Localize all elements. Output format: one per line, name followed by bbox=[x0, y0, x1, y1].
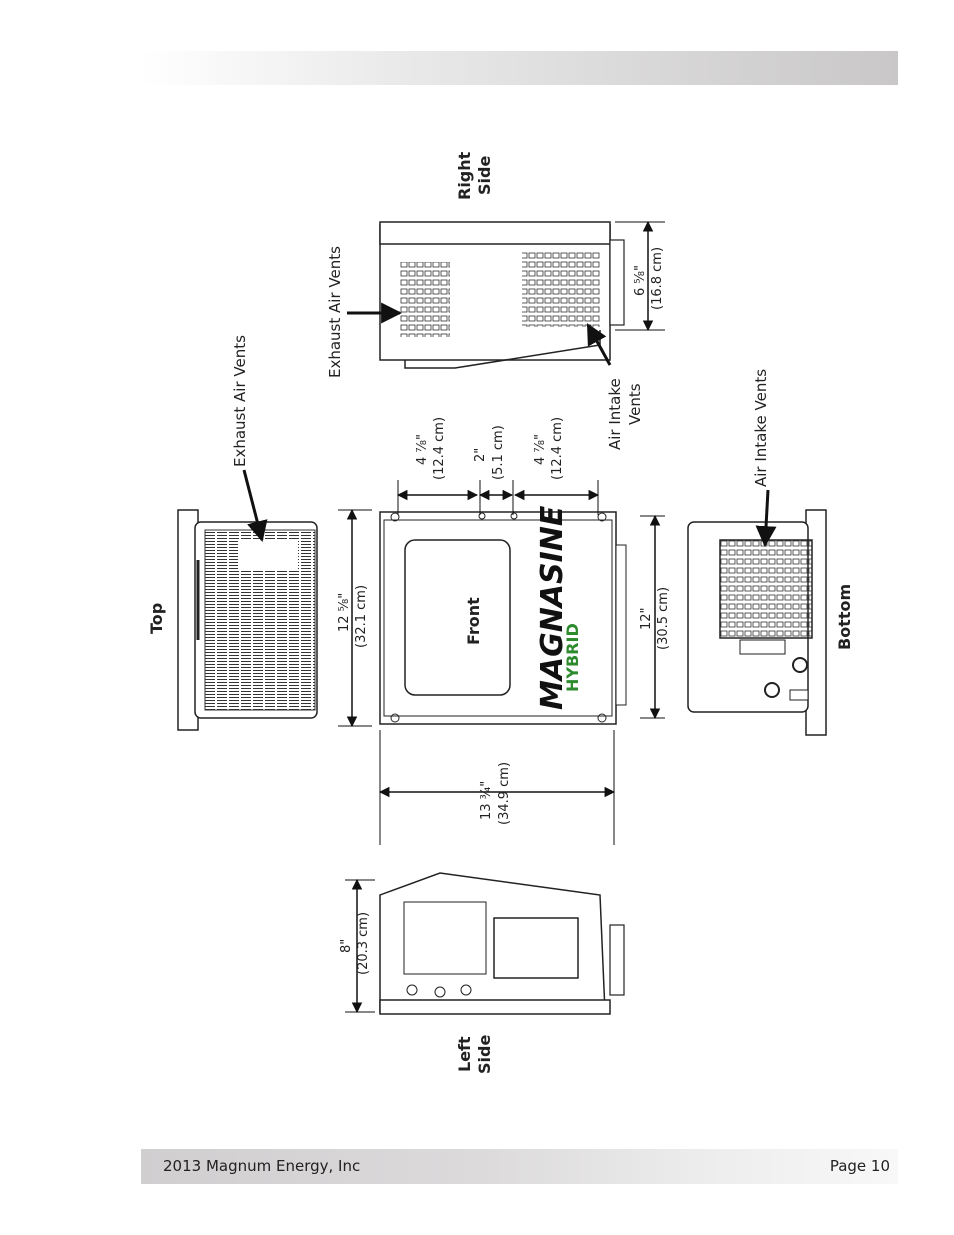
callout-exhaust-right: Exhaust Air Vents bbox=[326, 246, 344, 378]
footer-page-number: Page 10 bbox=[829, 1157, 890, 1175]
logo-sub: HYBRID bbox=[563, 623, 582, 692]
callout-arrows bbox=[242, 302, 777, 548]
bottom-view bbox=[687, 509, 827, 736]
front-view bbox=[379, 511, 627, 725]
right-side-view bbox=[379, 221, 625, 369]
dim-8b: (20.3 cm) bbox=[356, 912, 371, 975]
footer-bar: 2013 Magnum Energy, Inc Page 10 bbox=[141, 1149, 898, 1184]
footer-copyright: 2013 Magnum Energy, Inc bbox=[163, 1157, 361, 1175]
dim-3b: (12.4 cm) bbox=[550, 417, 565, 480]
dim-1a: 4 ⅞" bbox=[415, 434, 430, 465]
top-view bbox=[177, 509, 318, 731]
callout-intake-right-2: Vents bbox=[626, 383, 644, 425]
dim-6b: (30.5 cm) bbox=[656, 587, 671, 650]
dim-5b: (32.1 cm) bbox=[354, 585, 369, 648]
view-label-top: Top bbox=[147, 603, 166, 634]
callout-exhaust-top: Exhaust Air Vents bbox=[231, 335, 249, 467]
dim-5a: 12 ⅝" bbox=[337, 593, 352, 632]
dim-2a: 2" bbox=[473, 448, 488, 462]
callout-intake-right-1: Air Intake bbox=[606, 378, 624, 450]
view-label-right-1: Right bbox=[455, 151, 474, 200]
dimension-lines bbox=[338, 220, 665, 1014]
left-side-view bbox=[379, 872, 625, 1015]
view-label-left-1: Left bbox=[455, 1036, 474, 1072]
header-bar bbox=[141, 51, 898, 85]
dim-4a: 6 ⅝" bbox=[633, 265, 648, 296]
view-label-bottom: Bottom bbox=[835, 584, 854, 650]
callout-intake-bottom: Air Intake Vents bbox=[752, 369, 770, 487]
dim-6a: 12" bbox=[639, 607, 654, 630]
dim-7b: (34.9 cm) bbox=[497, 762, 512, 825]
dim-4b: (16.8 cm) bbox=[650, 247, 665, 310]
view-label-right-2: Side bbox=[475, 156, 494, 195]
dim-3a: 4 ⅞" bbox=[533, 434, 548, 465]
view-label-left-2: Side bbox=[475, 1035, 494, 1074]
dim-8a: 8" bbox=[339, 939, 354, 953]
logo-brand: MAGNASINE bbox=[535, 505, 570, 710]
view-label-front: Front bbox=[464, 597, 483, 645]
dim-7a: 13 ¾" bbox=[479, 781, 494, 820]
dim-1b: (12.4 cm) bbox=[432, 417, 447, 480]
dim-2b: (5.1 cm) bbox=[491, 425, 506, 480]
